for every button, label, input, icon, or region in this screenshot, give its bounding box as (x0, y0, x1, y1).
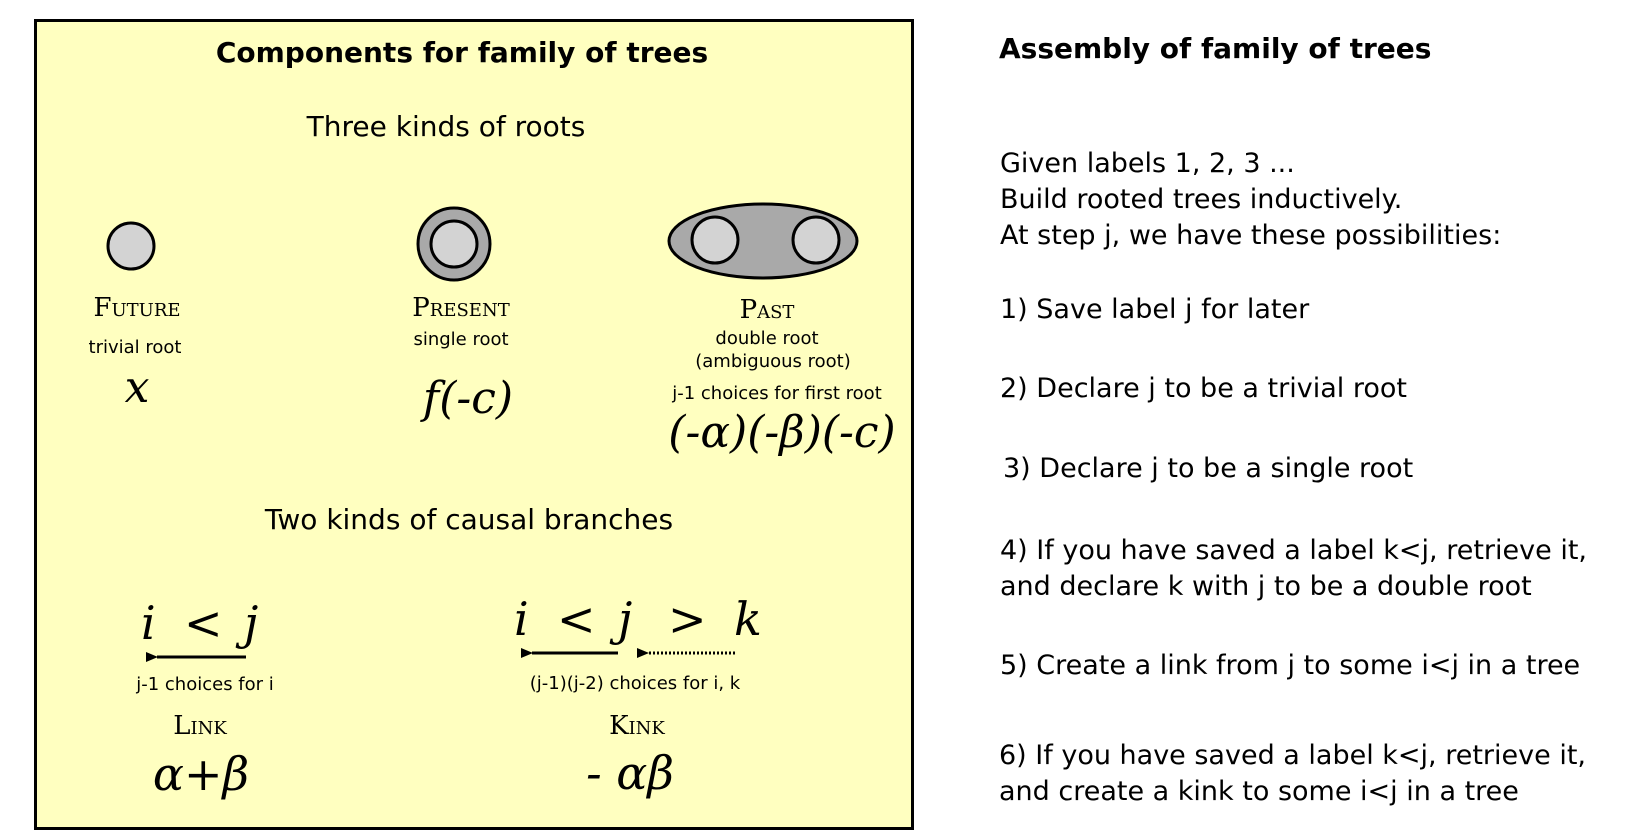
link-choices: j-1 choices for i (136, 674, 274, 695)
kink-relation-gt: > (668, 592, 707, 646)
kink-formula: - αβ (586, 746, 674, 800)
link-label: Link (173, 711, 227, 741)
link-relation-lt: < (184, 596, 223, 650)
assembly-intro: Given labels 1, 2, 3 ... Build rooted tr… (1000, 146, 1501, 254)
present-formula: f(-c) (422, 373, 514, 424)
components-panel (34, 19, 914, 830)
link-relation-j: j (244, 596, 259, 650)
step-5: 5) Create a link from j to some i<j in a… (1000, 650, 1581, 681)
branches-heading: Two kinds of causal branches (264, 503, 674, 536)
future-root-node (106, 221, 156, 271)
past-desc-line2: (ambiguous root) (695, 351, 851, 372)
kink-choices: (j-1)(j-2) choices for i, k (529, 673, 741, 694)
roots-heading: Three kinds of roots (306, 110, 586, 143)
past-root-right-node (791, 215, 841, 265)
past-root-left-node (690, 215, 740, 265)
past-label: Past (739, 295, 795, 325)
step-6: 6) If you have saved a label k<j, retrie… (999, 738, 1586, 810)
past-desc-line1: double root (715, 328, 819, 349)
link-formula: α+β (152, 747, 250, 801)
intro-line: Build rooted trees inductively. (1000, 184, 1403, 215)
step-4-line: 4) If you have saved a label k<j, retrie… (1000, 535, 1587, 566)
step-3: 3) Declare j to be a single root (1003, 453, 1414, 484)
assembly-title: Assembly of family of trees (999, 32, 1432, 65)
past-formula: (-α)(-β)(-c) (668, 407, 896, 458)
step-1: 1) Save label j for later (1000, 294, 1310, 325)
kink-label: Kink (609, 711, 665, 741)
past-choices: j-1 choices for first root (672, 383, 882, 404)
step-4: 4) If you have saved a label k<j, retrie… (1000, 533, 1587, 605)
link-relation-i: i (141, 596, 156, 650)
components-title: Components for family of trees (215, 36, 709, 69)
intro-line: Given labels 1, 2, 3 ... (1000, 148, 1295, 179)
intro-line: At step j, we have these possibilities: (1000, 220, 1502, 251)
present-root-inner (429, 219, 479, 269)
kink-relation-i: i (514, 592, 529, 646)
step-6-line: 6) If you have saved a label k<j, retrie… (999, 740, 1586, 771)
present-label: Present (412, 293, 510, 323)
step-6-line: and create a kink to some i<j in a tree (999, 776, 1519, 807)
kink-relation-j: j (618, 592, 633, 646)
future-formula: x (124, 362, 150, 413)
future-desc: trivial root (88, 337, 182, 358)
future-label: Future (93, 293, 181, 323)
kink-relation-k: k (734, 592, 762, 646)
step-2: 2) Declare j to be a trivial root (1000, 373, 1407, 404)
step-4-line: and declare k with j to be a double root (1000, 571, 1532, 602)
kink-relation-lt: < (557, 592, 596, 646)
present-desc: single root (413, 329, 509, 350)
